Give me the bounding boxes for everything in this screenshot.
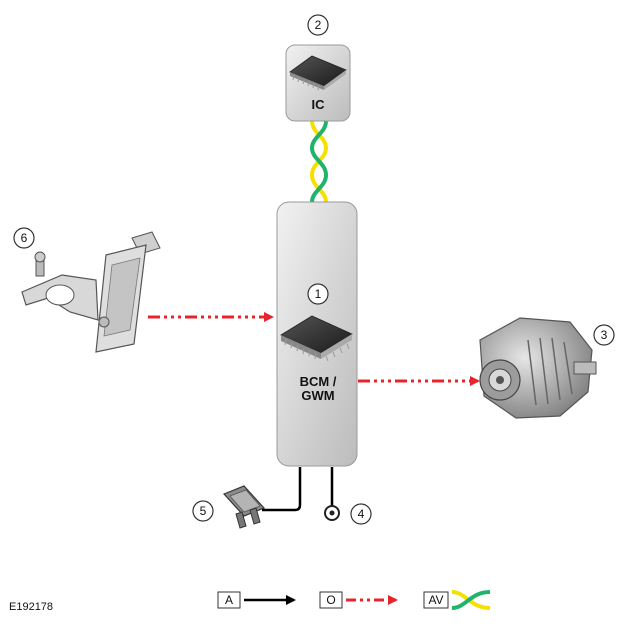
- key-lin-bus: O: [319, 591, 398, 609]
- fuse-icon[interactable]: [222, 485, 266, 529]
- key-hardwired: A: [217, 591, 296, 609]
- bcm-label-line2: GWM: [301, 388, 334, 403]
- key-can-bus: AV: [423, 590, 491, 610]
- ic-module[interactable]: IC: [285, 44, 351, 122]
- svg-text:5: 5: [200, 504, 207, 518]
- svg-text:A: A: [225, 593, 233, 607]
- callout-2: 2: [307, 14, 329, 36]
- callout-3: 3: [593, 324, 615, 346]
- alternator-icon[interactable]: [479, 317, 597, 419]
- hardwire-fuse: [262, 467, 302, 512]
- ic-label: IC: [312, 97, 326, 112]
- svg-text:AV: AV: [428, 593, 443, 607]
- bcm-gwm-module[interactable]: 1 BCM / GWM: [276, 201, 358, 467]
- callout-5: 5: [192, 500, 214, 522]
- chip-icon: [289, 55, 347, 91]
- callout-6: 6: [13, 227, 35, 249]
- svg-text:1: 1: [315, 287, 322, 301]
- battery-sensor-icon[interactable]: [21, 231, 161, 353]
- svg-text:6: 6: [21, 231, 28, 245]
- bcm-label-line1: BCM /: [300, 374, 337, 389]
- svg-text:3: 3: [601, 328, 608, 342]
- callout-4: 4: [350, 503, 372, 525]
- svg-text:4: 4: [358, 507, 365, 521]
- svg-text:2: 2: [315, 18, 322, 32]
- svg-text:O: O: [326, 593, 335, 607]
- can-bus-twisted-pair: [309, 120, 329, 203]
- ground-eyelet-icon[interactable]: [324, 505, 340, 521]
- callout-1: 1: [307, 283, 329, 305]
- reference-number: E192178: [9, 601, 53, 613]
- chip-icon: [280, 315, 353, 362]
